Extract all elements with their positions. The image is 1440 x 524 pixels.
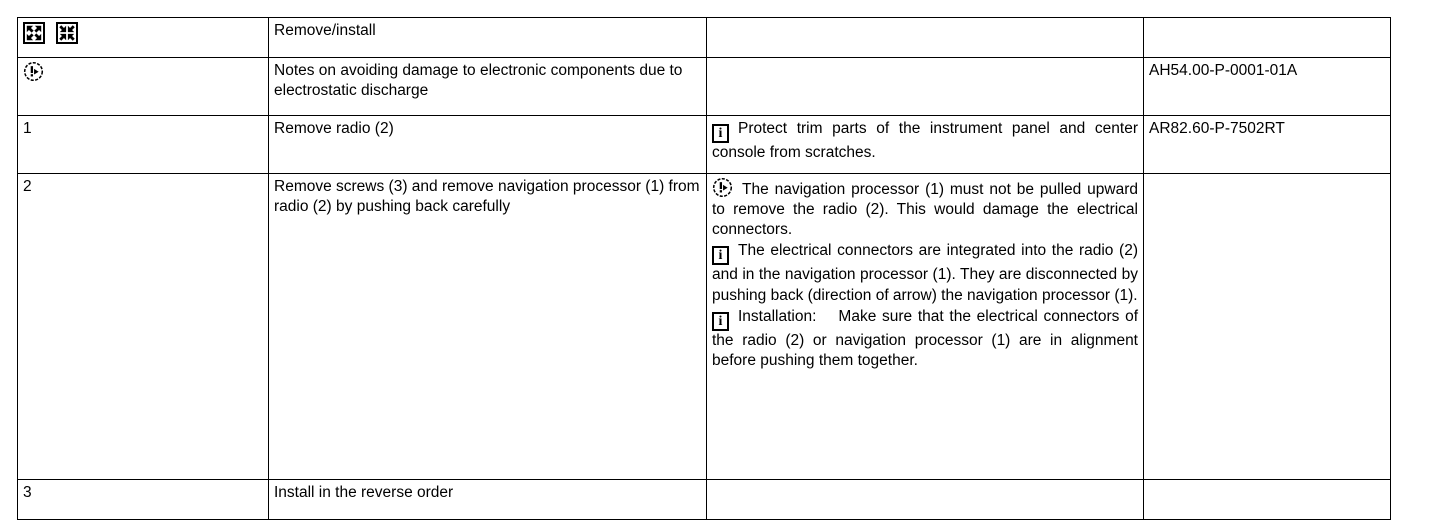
description-text: Install in the reverse order: [274, 484, 454, 501]
reference-cell: AR82.60-P-7502RT: [1143, 115, 1391, 174]
notes-cell: [706, 57, 1144, 116]
description-text: Remove/install: [274, 22, 376, 39]
step-cell: 3: [17, 479, 269, 520]
note-text: Protect trim parts of the instrument pan…: [712, 120, 1138, 161]
info-icon: i: [712, 246, 729, 266]
note-text: The navigation processor (1) must not be…: [712, 181, 1138, 239]
remove-install-icon-pair: [23, 21, 263, 44]
table-row: Remove/install: [17, 17, 1391, 58]
notes-cell: [706, 17, 1144, 58]
note-label: Installation:: [738, 307, 817, 325]
reference-code: AH54.00-P-0001-01A: [1149, 62, 1298, 79]
step-number: 1: [23, 120, 32, 137]
reference-cell: [1143, 17, 1391, 58]
description-cell: Remove radio (2): [268, 115, 707, 174]
caution-damage-icon: [23, 61, 44, 82]
collapse-arrows-icon: [56, 22, 78, 44]
caution-damage-icon: [712, 177, 733, 198]
notes-cell: The navigation processor (1) must not be…: [706, 173, 1144, 480]
info-icon: i: [712, 311, 729, 331]
reference-cell: AH54.00-P-0001-01A: [1143, 57, 1391, 116]
note-text: Make sure that the electrical connectors…: [712, 307, 1138, 369]
step-cell: 2: [17, 173, 269, 480]
expand-arrows-icon: [23, 22, 45, 44]
description-cell: Remove screws (3) and remove navigation …: [268, 173, 707, 480]
description-cell: Notes on avoiding damage to electronic c…: [268, 57, 707, 116]
note-text: The electrical connectors are integrated…: [712, 242, 1138, 304]
step-number: 2: [23, 178, 32, 195]
reference-cell: [1143, 173, 1391, 480]
table-row: Notes on avoiding damage to electronic c…: [17, 57, 1391, 116]
step-cell: 1: [17, 115, 269, 174]
procedure-table: Remove/install: [17, 17, 1391, 520]
notes-cell: [706, 479, 1144, 520]
description-text: Remove radio (2): [274, 120, 394, 137]
description-text: Notes on avoiding damage to electronic c…: [274, 62, 683, 100]
description-text: Remove screws (3) and remove navigation …: [274, 178, 700, 216]
info-icon: i: [712, 124, 729, 143]
procedure-table-sheet: Remove/install: [17, 17, 1391, 520]
table-row: 3 Install in the reverse order: [17, 479, 1391, 520]
note-block: i Installation:Make sure that the electri…: [712, 307, 1138, 371]
description-cell: Remove/install: [268, 17, 707, 58]
table-row: 2 Remove screws (3) and remove navigatio…: [17, 173, 1391, 480]
reference-code: AR82.60-P-7502RT: [1149, 120, 1285, 137]
step-number: 3: [23, 484, 32, 501]
note-block: The navigation processor (1) must not be…: [712, 177, 1138, 240]
step-cell: [17, 57, 269, 116]
reference-cell: [1143, 479, 1391, 520]
step-cell: [17, 17, 269, 58]
description-cell: Install in the reverse order: [268, 479, 707, 520]
